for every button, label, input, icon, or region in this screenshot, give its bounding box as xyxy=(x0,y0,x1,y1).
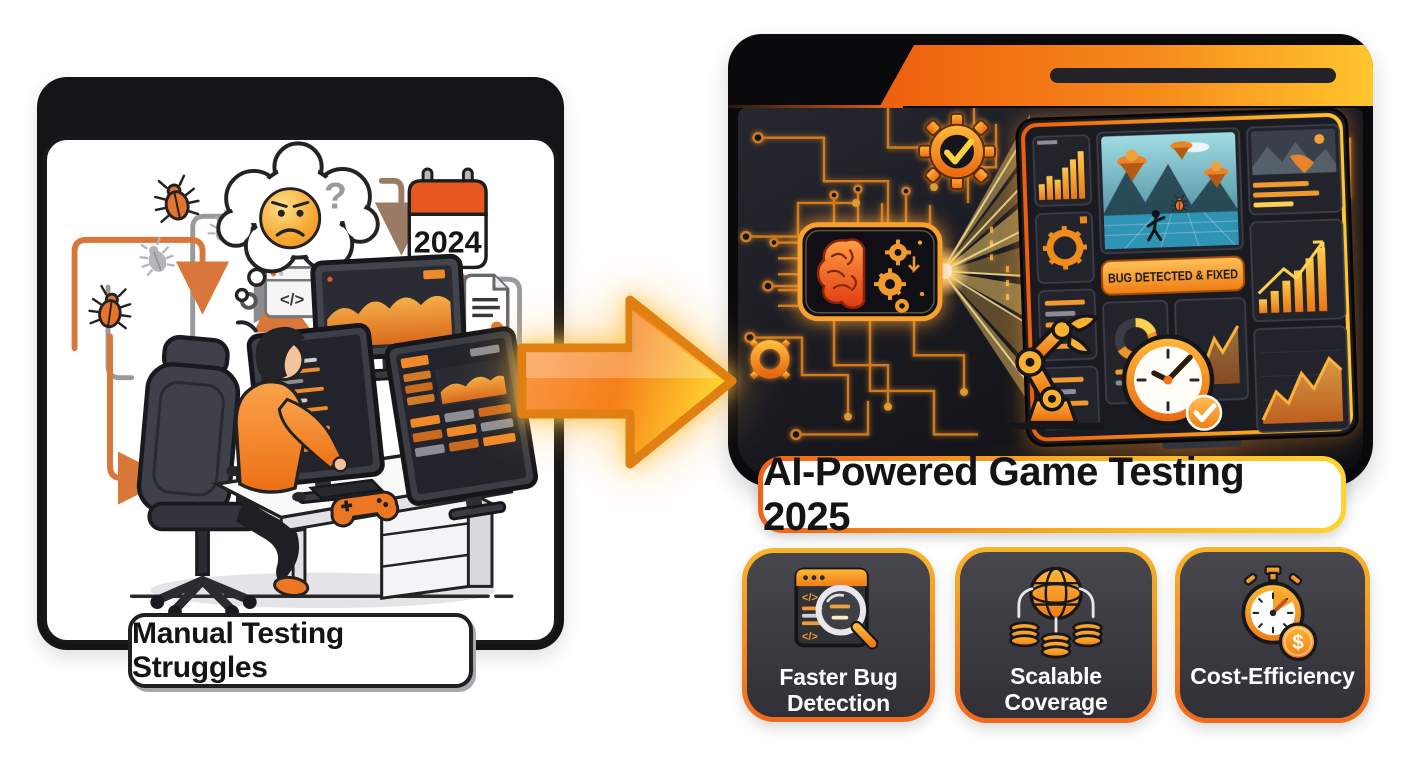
manual-testing-panel-body: </> 2024 xyxy=(43,136,558,644)
manual-testing-label-text: Manual Testing Struggles xyxy=(132,616,344,684)
thought-trail xyxy=(247,267,267,287)
svg-text:</>: </> xyxy=(280,290,304,309)
hand xyxy=(332,456,349,473)
benefit-card-scalable-coverage: Scalable Coverage xyxy=(955,547,1157,723)
bug-search-icon: </> </> xyxy=(793,567,878,650)
folder-tab-handle xyxy=(1050,68,1336,83)
line-chart-panel xyxy=(1260,349,1344,425)
benefit-label: Faster Bug Detection xyxy=(779,664,898,716)
svg-text:</>: </> xyxy=(801,631,818,643)
ai-testing-panel-body: BUG DETECTED & FIXED xyxy=(738,108,1363,476)
divider xyxy=(728,105,903,108)
manual-testing-panel: </> 2024 xyxy=(37,77,564,650)
manual-testing-label: Manual Testing Struggles xyxy=(128,613,473,688)
svg-text:BUG DETECTED & FIXED: BUG DETECTED & FIXED xyxy=(1108,266,1239,285)
thought-bubble: ? xyxy=(216,141,380,303)
ai-testing-title: AI-Powered Game Testing 2025 xyxy=(758,450,1346,539)
ai-brain-chip-icon xyxy=(797,222,943,322)
confused-face-icon xyxy=(259,187,322,250)
keyboard xyxy=(308,478,385,500)
gear-icon xyxy=(744,333,796,385)
question-mark: ? xyxy=(324,174,347,216)
svg-text:</>: </> xyxy=(801,592,818,604)
stopwatch-dollar-icon: $ xyxy=(1240,565,1317,661)
brain-half xyxy=(816,238,866,310)
robot-arm-icon xyxy=(1004,314,1104,430)
ai-testing-illustration: BUG DETECTED & FIXED xyxy=(740,108,1359,475)
ai-testing-title-text: AI-Powered Game Testing 2025 xyxy=(763,449,1245,539)
game-scene xyxy=(1101,132,1239,250)
game-character xyxy=(1146,209,1166,242)
floating-island xyxy=(1116,141,1229,189)
gamepad-icon xyxy=(330,490,400,528)
benefit-card-cost-efficiency: $ Cost-Efficiency xyxy=(1175,547,1370,723)
bug-icon xyxy=(86,283,136,331)
mouse xyxy=(292,491,306,502)
clock-check-icon xyxy=(1121,334,1223,431)
svg-text:$: $ xyxy=(1292,632,1304,654)
manual-testing-illustration: </> 2024 xyxy=(71,141,539,619)
growth-bar-chart-panel xyxy=(1257,240,1328,314)
gear-panel xyxy=(1042,216,1088,270)
check-badge xyxy=(1185,394,1223,431)
bug-detected-badge: BUG DETECTED & FIXED xyxy=(1100,255,1246,296)
hair xyxy=(255,326,305,380)
benefit-label: Cost-Efficiency xyxy=(1190,663,1355,689)
calendar-icon: 2024 xyxy=(407,167,488,270)
gear-check-icon xyxy=(918,112,996,191)
benefit-label: Scalable Coverage xyxy=(1004,663,1108,715)
ai-testing-panel: BUG DETECTED & FIXED xyxy=(728,34,1373,487)
transition-arrow-icon xyxy=(517,295,737,469)
code-icon: </> xyxy=(264,265,321,319)
scene-thumbnail-panel xyxy=(1251,128,1337,208)
person-illustration xyxy=(234,320,349,597)
shoe xyxy=(273,575,310,597)
benefit-card-faster-bug-detection: </> </> Faster Bug Detection xyxy=(742,548,935,722)
bar-chart-panel xyxy=(1037,140,1086,201)
globe-coins-icon xyxy=(1009,566,1103,659)
monitor-right xyxy=(384,326,539,521)
gears-half xyxy=(874,239,925,313)
bug-icon xyxy=(148,172,203,225)
